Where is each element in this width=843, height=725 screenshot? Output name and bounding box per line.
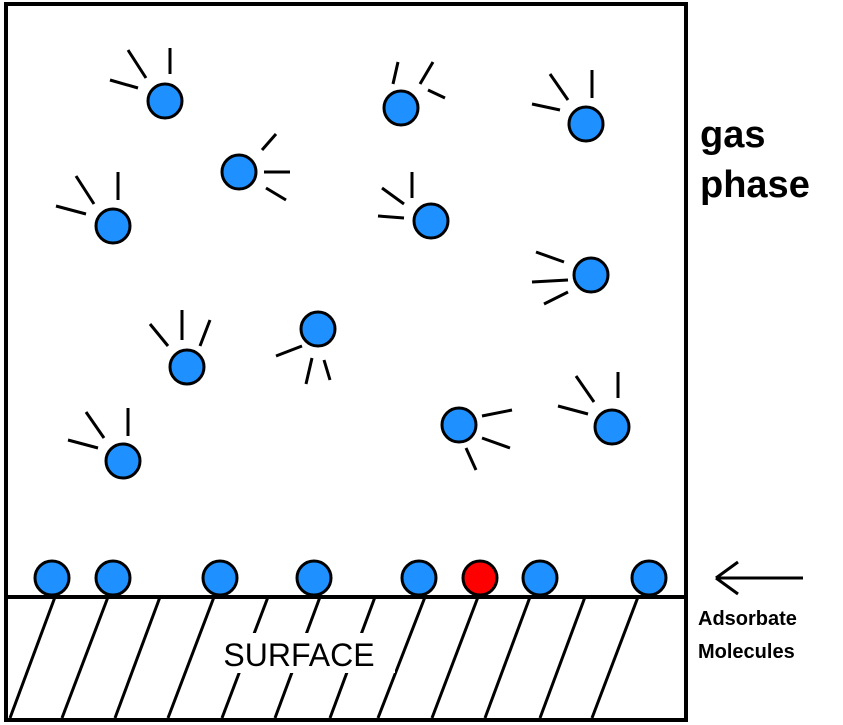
gas-molecule <box>67 408 142 480</box>
gas-molecules <box>55 48 631 480</box>
adsorbed-molecule <box>94 559 132 597</box>
adsorbed-molecule <box>295 559 333 597</box>
adsorbed-molecule <box>33 559 71 597</box>
gas-phase-label-line2: phase <box>700 164 810 206</box>
gas-molecule <box>148 310 212 386</box>
gas-molecule <box>220 133 290 202</box>
gas-molecule <box>109 48 184 120</box>
adsorbed-molecule-highlighted <box>461 559 499 597</box>
surface-label: SURFACE <box>223 637 374 673</box>
gas-molecule <box>377 172 450 240</box>
adsorbed-molecule <box>201 559 239 597</box>
surface-label-backing <box>203 633 395 673</box>
gas-molecule <box>382 61 446 127</box>
adsorbed-molecule <box>630 559 668 597</box>
adsorbate-label-line1: Adsorbate <box>698 608 797 630</box>
gas-molecule <box>557 372 631 446</box>
adsorbate-label-line2: Molecules <box>698 641 795 663</box>
gas-molecule <box>531 70 605 143</box>
gas-molecule <box>531 250 610 306</box>
adsorbed-molecules <box>33 559 668 597</box>
gas-molecule <box>440 406 513 471</box>
adsorbed-molecule <box>521 559 559 597</box>
gas-molecule <box>275 310 337 385</box>
gas-phase-label-line1: gas <box>700 114 765 156</box>
arrow-left-icon <box>715 560 803 596</box>
adsorbed-molecule <box>400 559 438 597</box>
gas-molecule <box>55 172 132 245</box>
